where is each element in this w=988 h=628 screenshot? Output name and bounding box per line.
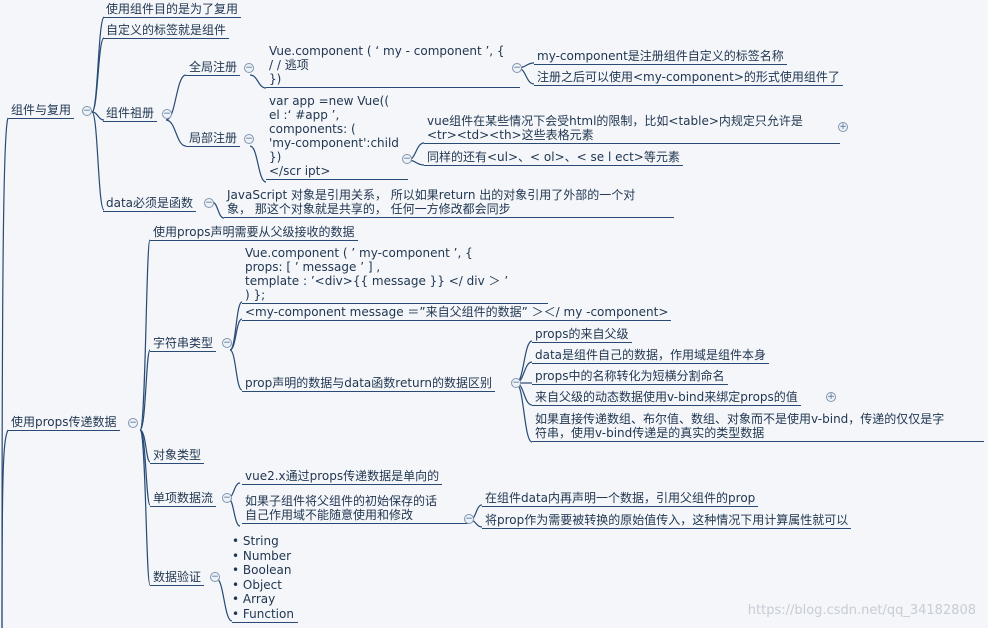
link-root1-register: [91, 111, 105, 121]
code-string-props: Vue.component ( ’ my-component ’, { prop…: [242, 246, 548, 304]
collapse-icon[interactable]: −: [222, 493, 232, 503]
note-tag-name[interactable]: my-component是注册组件自定义的标签名称: [534, 49, 787, 65]
code-local-register: var app =new Vue(( el :‘ #app ’, compone…: [266, 94, 408, 180]
diff-kebab-case[interactable]: props中的名称转化为短横分割命名: [532, 369, 728, 385]
note-child-saves-prop[interactable]: 如果子组件将父组件的初始保存的话 自己作用域不能随意使用和修改: [242, 494, 468, 524]
link-diff-p5: [515, 382, 533, 443]
link-string-diff: [229, 349, 243, 391]
expand-icon[interactable]: +: [838, 122, 848, 132]
collapse-icon[interactable]: −: [402, 154, 412, 164]
link-global-code: [249, 74, 267, 89]
node-props-declare[interactable]: 使用props声明需要从父级接收的数据: [150, 225, 358, 241]
diff-props-from-parent[interactable]: props的来自父级: [532, 327, 632, 343]
link-root2-string: [139, 349, 151, 431]
link-string-usage: [229, 318, 243, 351]
list-item: • String: [232, 534, 279, 548]
diff-string-vs-real[interactable]: 如果直接传递数组、布尔值、数组、对象而不是使用v-bind，传递的仅仅是字 符串…: [532, 412, 984, 442]
node-local-register[interactable]: 局部注册: [186, 131, 241, 147]
collapse-icon[interactable]: −: [244, 63, 254, 73]
link-validation-list: [215, 577, 233, 622]
list-item: • Object: [232, 577, 282, 592]
list-item: • Array: [232, 592, 276, 607]
solution-declare-data[interactable]: 在组件data内再声明一个数据，引用父组件的prop: [482, 491, 759, 507]
collapse-icon[interactable]: −: [210, 572, 220, 582]
collapse-icon[interactable]: −: [512, 63, 522, 73]
note-other-elements[interactable]: 同样的还有<ul>、< ol>、< se l ect>等元素: [424, 150, 683, 166]
node-prop-data-diff[interactable]: prop声明的数据与data函数return的数据区别: [242, 376, 495, 392]
link-root-trunk-2: [1, 429, 9, 628]
validation-type-list: • String • Number • Boolean • Object • A…: [232, 534, 298, 623]
note-after-register[interactable]: 注册之后可以使用<my-component>的形式使用组件了: [534, 70, 843, 86]
solution-computed[interactable]: 将prop作为需要被转换的原始值传入，这种情况下用计算属性就可以: [482, 513, 852, 529]
note-one-way-fact[interactable]: vue2.x通过props传递数据是单向的: [242, 469, 443, 485]
watermark: https://blog.csdn.net/qq_34182808: [747, 603, 976, 618]
node-reuse-purpose[interactable]: 使用组件目的是为了复用: [103, 2, 242, 18]
node-one-way-flow[interactable]: 单项数据流: [150, 491, 217, 507]
topic-component-reuse[interactable]: 组件与复用: [8, 103, 75, 119]
collapse-icon[interactable]: −: [464, 514, 474, 524]
collapse-icon[interactable]: −: [162, 109, 172, 119]
collapse-icon[interactable]: −: [511, 378, 521, 388]
link-root2-validation: [139, 429, 151, 586]
list-item: • Boolean: [232, 563, 292, 578]
list-item: • Number: [232, 548, 292, 563]
link-local-code: [249, 145, 267, 183]
collapse-icon[interactable]: −: [82, 106, 92, 116]
code-global-register: Vue.component ( ‘ my - component ’, { / …: [266, 44, 520, 88]
list-item: • Function: [232, 606, 294, 621]
link-register-local: [165, 119, 187, 147]
node-string-type[interactable]: 字符串类型: [150, 336, 217, 352]
link-root1-custom: [91, 37, 105, 113]
link-root1-data: [91, 111, 105, 211]
note-reference-shared[interactable]: JavaScript 对象是引用关系， 所以如果return 出的对象引用了外部…: [224, 188, 674, 218]
collapse-icon[interactable]: −: [128, 418, 138, 428]
node-global-register[interactable]: 全局注册: [186, 60, 241, 76]
link-diff-p1: [515, 340, 533, 384]
node-register[interactable]: 组件祖册: [103, 106, 158, 122]
link-root-trunk: [1, 117, 9, 628]
node-custom-tag[interactable]: 自定义的标签就是组件: [103, 23, 230, 39]
topic-props-passing[interactable]: 使用props传递数据: [8, 415, 120, 431]
expand-icon[interactable]: +: [826, 392, 836, 402]
node-data-function[interactable]: data必须是函数: [103, 196, 197, 212]
collapse-icon[interactable]: −: [222, 338, 232, 348]
link-root2-oneway: [139, 429, 151, 506]
note-html-limit[interactable]: vue组件在某些情况下会受html的限制，比如<table>内规定只允许是 <t…: [424, 114, 840, 144]
node-object-type[interactable]: 对象类型: [150, 448, 205, 464]
collapse-icon[interactable]: −: [244, 134, 254, 144]
node-data-validation[interactable]: 数据验证: [150, 570, 205, 586]
link-root2-declare: [139, 239, 151, 431]
diff-v-bind[interactable]: 来自父级的动态数据使用v-bind来绑定props的值: [532, 390, 801, 406]
diff-data-own[interactable]: data是组件自己的数据，作用域是组件本身: [532, 348, 770, 364]
collapse-icon[interactable]: −: [204, 198, 214, 208]
code-string-usage: <my-component message ＝”来自父组件的数据” ＞＜/ my…: [242, 305, 672, 321]
